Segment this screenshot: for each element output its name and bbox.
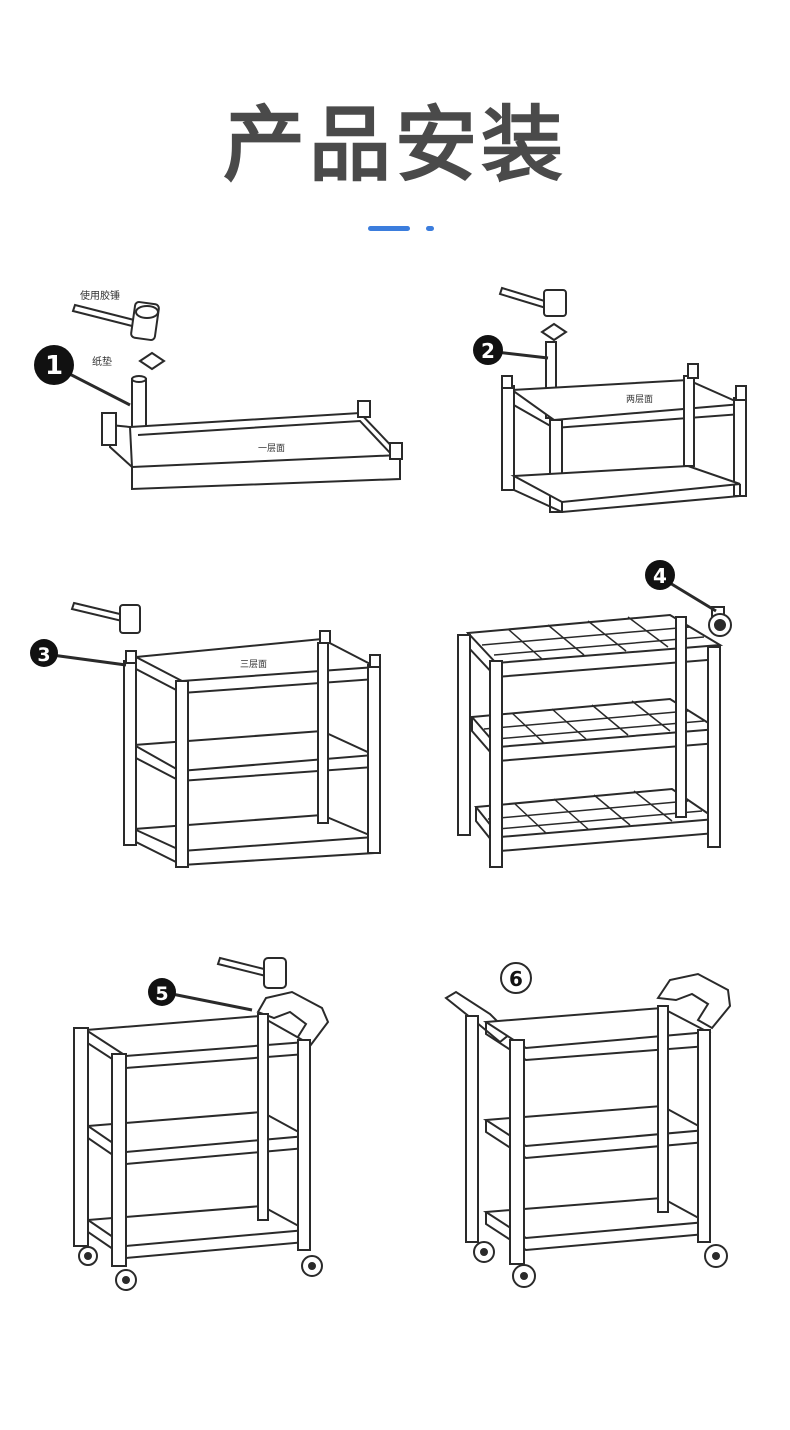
hammer-icon [71,301,160,341]
step-2-diagram: 两层面 2 [473,286,747,514]
caster-wheel-icon [708,606,732,637]
step-5-badge: 5 [148,978,176,1006]
page-title: 产品安装 [222,98,567,193]
step-1-badge: 1 [34,345,74,385]
caster-wheel-icon [78,1246,323,1291]
title-accent-dot [426,226,434,231]
svg-text:2: 2 [481,339,495,363]
step-6-badge: 6 [500,962,532,994]
step-4-diagram: 4 [457,560,732,868]
caster-wheel-icon [473,1241,728,1288]
hammer-callout: 使用胶锤 [80,289,120,302]
step-5-diagram: 5 [73,956,330,1291]
pad-callout: 纸垫 [92,355,112,368]
title-accent-bar [368,226,410,231]
step-4-badge: 4 [645,560,675,590]
pad-icon [138,351,166,371]
svg-text:6: 6 [509,967,523,991]
step-3-badge: 3 [30,639,58,667]
step-3-diagram: 三层面 3 [30,601,381,868]
svg-text:4: 4 [653,564,667,588]
svg-text:3: 3 [37,644,50,666]
hammer-icon [70,601,141,634]
step-2-badge: 2 [473,335,503,365]
svg-text:5: 5 [155,983,168,1005]
step-1-diagram: 使用胶锤 纸垫 一层面 1 [34,289,403,491]
shelf-label: 一层面 [258,443,285,454]
shelf-label: 三层面 [240,659,267,670]
hammer-icon [498,286,567,317]
hammer-icon [216,956,287,989]
step-6-diagram: 6 [444,962,732,1288]
pad-icon [540,322,568,342]
svg-text:1: 1 [45,351,63,381]
shelf-label: 两层面 [626,394,653,405]
push-handle [656,972,732,1030]
